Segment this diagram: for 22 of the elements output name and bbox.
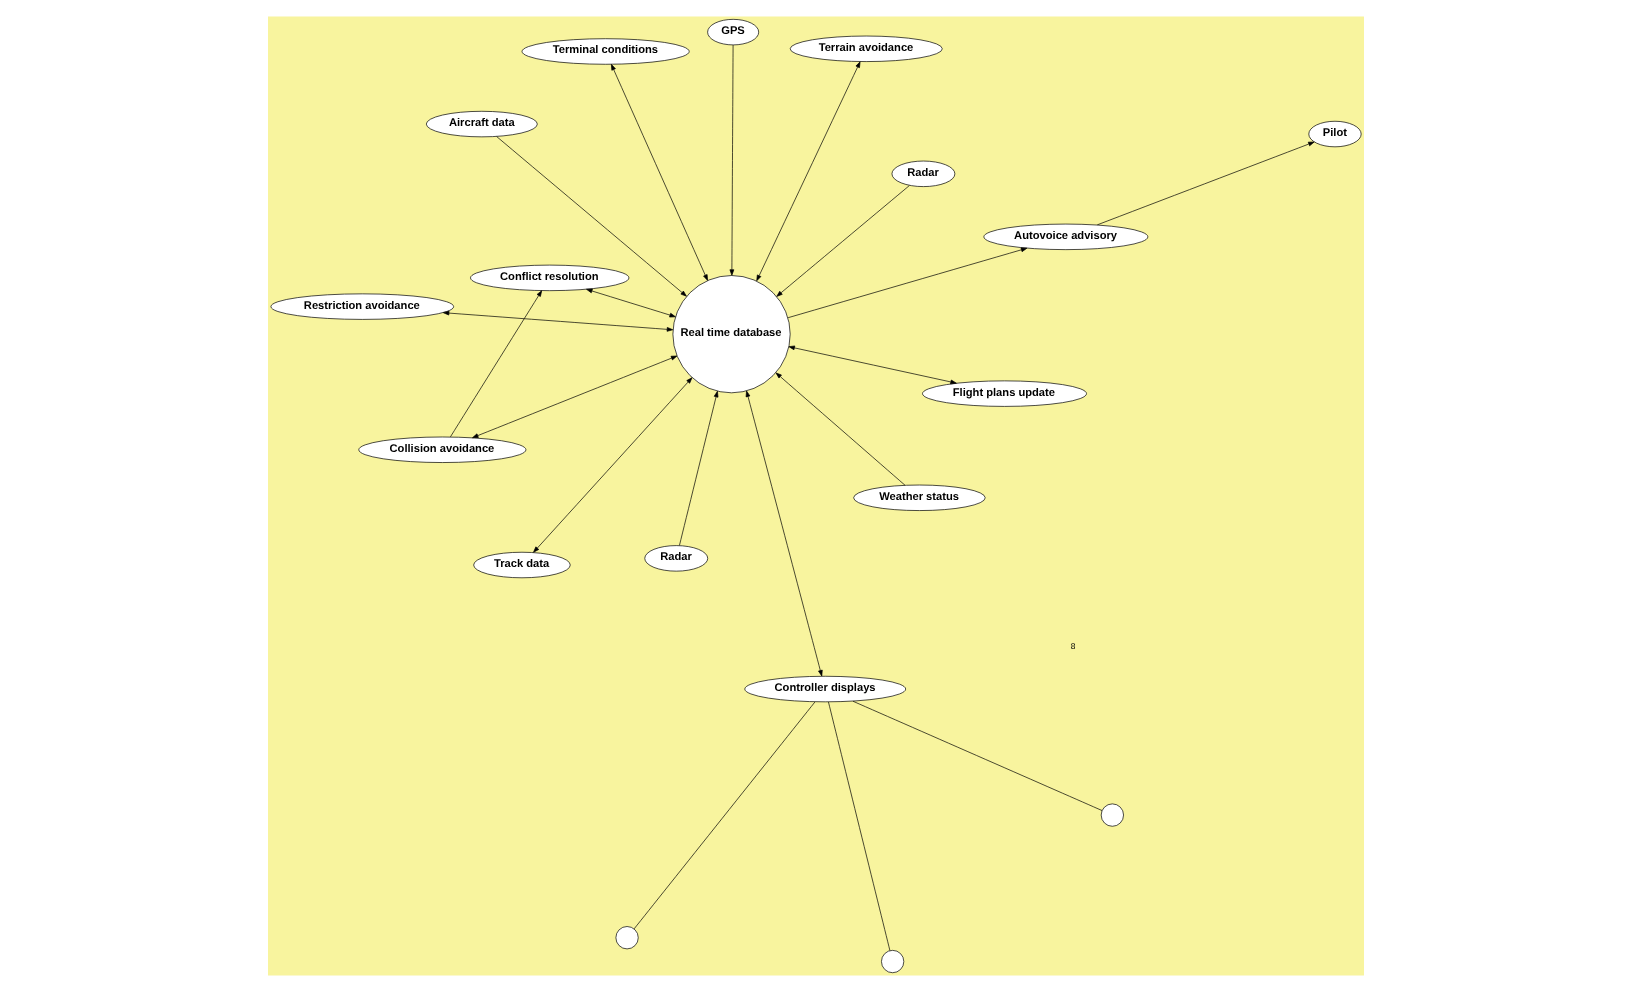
arrow — [775, 372, 906, 486]
arrow — [679, 390, 719, 546]
arrow — [1096, 141, 1315, 226]
connector — [852, 700, 1103, 811]
connector — [633, 701, 816, 930]
arrow — [729, 44, 735, 276]
arrow — [496, 136, 687, 297]
arrow — [450, 290, 543, 438]
arrow — [776, 185, 910, 297]
arrow — [745, 390, 823, 677]
node-circle — [1100, 803, 1124, 827]
arrow — [787, 247, 1028, 319]
connector — [828, 701, 891, 951]
arrow — [472, 355, 678, 439]
node-circle — [881, 950, 905, 974]
arrow — [788, 345, 957, 385]
arrow — [756, 61, 861, 282]
arrow — [611, 64, 708, 281]
arrow — [586, 288, 676, 318]
arrow — [442, 310, 674, 332]
node-circle — [615, 926, 639, 950]
arrow — [533, 377, 693, 553]
